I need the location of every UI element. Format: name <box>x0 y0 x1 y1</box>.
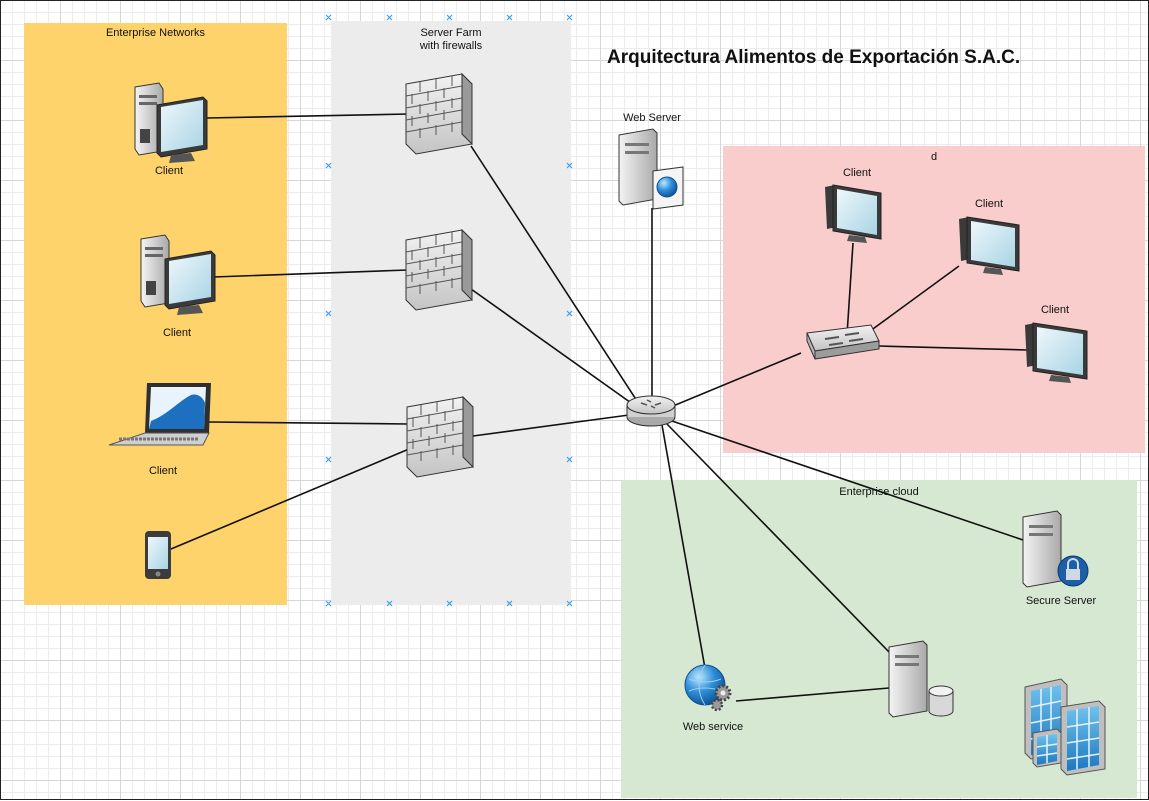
pink-zone[interactable] <box>723 146 1145 453</box>
client-desktop-2-label: Client <box>162 327 192 339</box>
client-laptop-icon[interactable] <box>108 383 211 446</box>
pink-client-2-label: Client <box>974 198 1004 210</box>
pink-zone-label: d <box>930 151 938 163</box>
link-client2-firewall2 <box>212 269 409 278</box>
pink-client-1-label: Client <box>842 167 872 179</box>
web-service-icon[interactable] <box>684 664 732 712</box>
client-desktop-1-label: Client <box>154 165 184 177</box>
link-switch-client2 <box>865 265 960 335</box>
database-server-icon[interactable] <box>888 640 954 718</box>
link-router-dbserver <box>665 422 890 653</box>
web-server-icon[interactable] <box>618 128 684 210</box>
switch-icon[interactable] <box>806 324 880 360</box>
secure-server-label: Secure Server <box>1025 595 1097 607</box>
link-router-webservice <box>661 424 707 675</box>
enterprise-cloud-label: Enterprise cloud <box>839 486 919 498</box>
firewall-1-icon[interactable] <box>405 72 473 155</box>
link-router-secureserver <box>668 419 1027 542</box>
enterprise-networks-label: Enterprise Networks <box>105 27 206 39</box>
link-tablet-firewall3 <box>170 448 410 550</box>
client-desktop-2-icon[interactable] <box>140 234 216 315</box>
diagram-title: Arquitectura Alimentos de Exportación S.… <box>607 47 1021 68</box>
pink-client-3-icon[interactable] <box>1025 322 1088 383</box>
router-icon[interactable] <box>626 395 676 427</box>
client-desktop-1-icon[interactable] <box>134 82 208 163</box>
link-firewall3-router <box>472 414 630 437</box>
web-server-label: Web Server <box>623 112 681 124</box>
client-laptop-label: Client <box>148 465 178 477</box>
link-router-switch <box>672 352 802 407</box>
pink-client-3-label: Client <box>1040 304 1070 316</box>
firewall-2-icon[interactable] <box>405 228 473 311</box>
link-firewall2-router <box>470 288 635 406</box>
server-farm-label-line2: with firewalls <box>419 40 483 52</box>
selection-handles[interactable] <box>325 14 573 607</box>
link-laptop-firewall3 <box>208 421 410 425</box>
server-farm-label-line1: Server Farm <box>420 27 482 39</box>
link-switch-client1 <box>846 242 854 336</box>
link-client1-firewall1 <box>206 113 410 119</box>
enterprise-buildings-icon <box>1024 678 1106 776</box>
pink-client-1-icon[interactable] <box>825 184 882 243</box>
connection-lines <box>170 113 1028 702</box>
firewall-3-icon[interactable] <box>406 395 474 478</box>
link-switch-client3 <box>878 345 1028 351</box>
web-service-label: Web service <box>682 721 744 733</box>
client-tablet-icon[interactable] <box>145 531 171 579</box>
secure-server-icon[interactable] <box>1022 510 1089 588</box>
link-webservice-dbserver <box>735 687 890 702</box>
link-firewall1-router <box>470 145 640 405</box>
pink-client-2-icon[interactable] <box>959 216 1020 275</box>
